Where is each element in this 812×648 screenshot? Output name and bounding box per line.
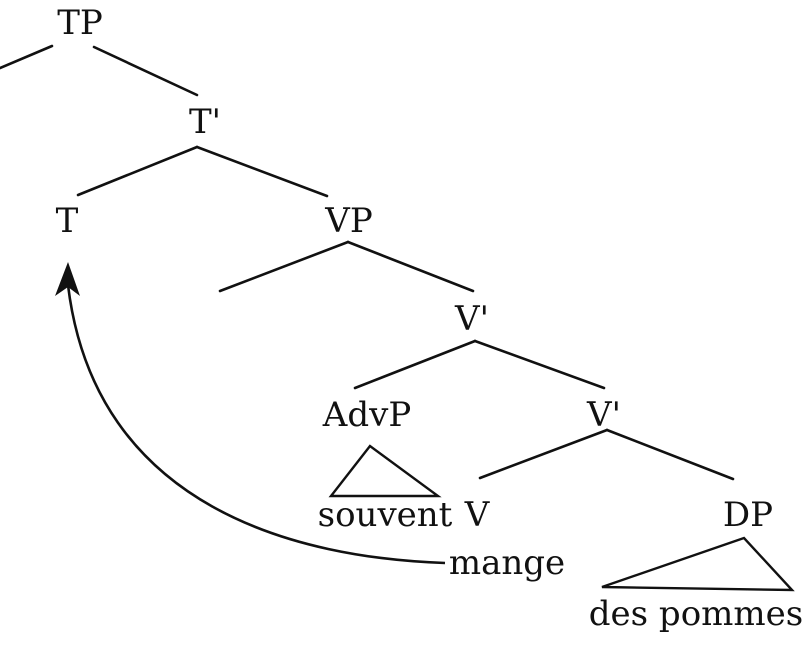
node-t-bar: T' [189,102,221,142]
node-v-bar-lower: V' [586,395,621,435]
tree-labels: TP T' T VP V' AdvP V' souvent V DP mange… [56,3,804,634]
advp-triangle [328,444,442,498]
edge-vbar-v [478,428,609,480]
node-dp: DP [723,495,773,535]
movement-arrow-path [66,284,446,565]
edge-tp-spec [0,44,54,70]
edge-vbar-dp [605,428,735,481]
edge-vp-spec [218,240,350,293]
tree-branches [0,44,735,481]
edge-tp-tbar [92,45,199,97]
edge-tbar-vp [195,145,329,198]
word-souvent: souvent [318,495,453,535]
node-advp: AdvP [322,395,411,435]
word-mange: mange [449,543,565,583]
node-t: T [56,201,79,241]
words-des-pommes: des pommes [589,594,803,634]
arrowhead-up-icon [55,262,80,296]
node-tp: TP [57,3,103,43]
node-v-bar-upper: V' [454,299,489,339]
dp-triangle [601,536,795,592]
edge-vbar-advp [353,339,477,390]
edge-vbar-vbar [473,339,606,390]
movement-arrow [55,262,446,565]
edge-vp-vbar [346,240,475,293]
edge-tbar-t [76,145,199,197]
node-v: V [464,495,491,535]
node-vp: VP [324,201,372,241]
